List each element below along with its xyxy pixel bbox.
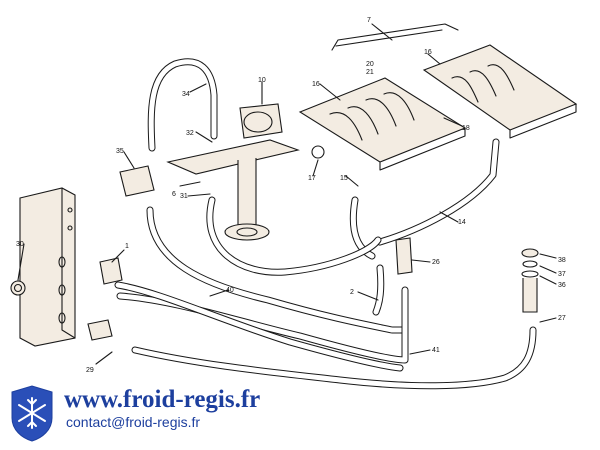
part-label: 1	[125, 243, 129, 250]
part-label: 34	[182, 91, 190, 98]
pump-assembly	[119, 103, 325, 241]
leader-lines	[17, 23, 557, 365]
part-label: 16	[312, 81, 320, 88]
part-label: 29	[86, 367, 94, 374]
part-label: 20	[366, 61, 374, 68]
part-label: 2	[350, 289, 354, 296]
website-link[interactable]: www.froid-regis.fr	[64, 386, 261, 413]
snowflake-logo	[11, 385, 53, 442]
part-label: 17	[308, 175, 316, 182]
evaporator-plates	[298, 23, 578, 171]
part-label: 18	[462, 125, 470, 132]
control-panel	[10, 187, 76, 347]
part-label: 15	[340, 175, 348, 182]
part-label: 7	[367, 17, 371, 24]
part-label: 6	[172, 191, 176, 198]
part-label: 41	[432, 347, 440, 354]
part-label: 37	[558, 271, 566, 278]
part-label: 31	[180, 193, 188, 200]
part-label: 26	[432, 259, 440, 266]
part-label: 30	[16, 241, 24, 248]
contact-email-link[interactable]: contact@froid-regis.fr	[66, 414, 201, 430]
hoses	[114, 58, 537, 390]
part-label: 35	[116, 148, 124, 155]
part-label: 32	[186, 130, 194, 137]
part-label: 36	[558, 282, 566, 289]
fittings	[87, 237, 539, 341]
part-label: 38	[558, 257, 566, 264]
part-label: 10	[258, 77, 266, 84]
part-label: 21	[366, 69, 374, 76]
part-label: 40	[226, 287, 234, 294]
part-label: 16	[424, 49, 432, 56]
part-label: 14	[458, 219, 466, 226]
part-labels: 7 16 16 20 21 10 34 32 35 6 31 17 15 18 …	[16, 17, 566, 374]
part-label: 27	[558, 315, 566, 322]
